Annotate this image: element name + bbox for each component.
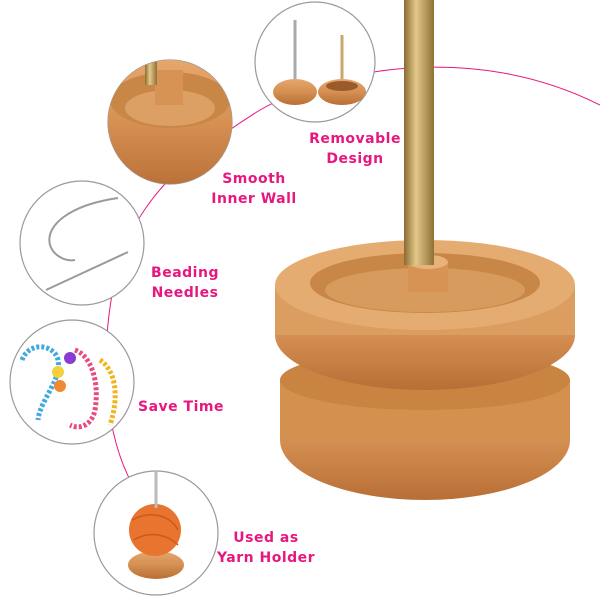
label-line: Inner Wall	[211, 191, 297, 207]
label-line: Smooth	[222, 171, 286, 187]
label-line: Used as	[233, 530, 299, 546]
label-line: Design	[326, 151, 384, 167]
beading-needles-circle	[19, 180, 145, 306]
feature-label-smooth-inner-wall: Smooth Inner Wall	[211, 169, 296, 209]
yarn-holder-circle	[93, 470, 219, 596]
feature-label-yarn-holder: Used as Yarn Holder	[217, 528, 315, 568]
main-spool	[275, 0, 575, 500]
feature-label-removable-design: Removable Design	[309, 129, 401, 169]
feature-label-save-time: Save Time	[138, 397, 224, 417]
label-line: Yarn Holder	[216, 550, 316, 566]
removable-design-circle	[254, 1, 376, 123]
label-line: Save Time	[138, 399, 224, 415]
label-line: Needles	[151, 285, 219, 301]
smooth-inner-wall-circle	[107, 59, 233, 185]
label-line: Removable	[309, 131, 401, 147]
label-line: Beading	[151, 265, 219, 281]
feature-label-beading-needles: Beading Needles	[151, 263, 219, 303]
save-time-circle	[9, 319, 135, 445]
